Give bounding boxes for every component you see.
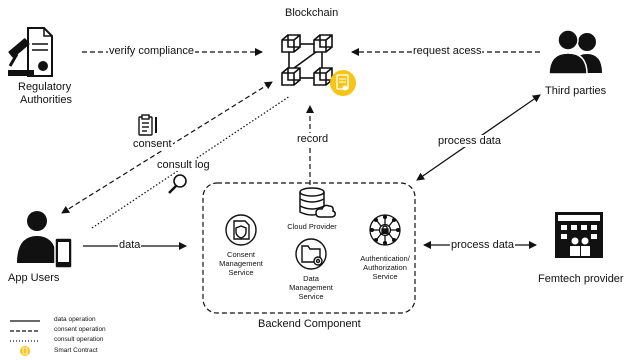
gavel-document-icon bbox=[8, 27, 53, 77]
data-mgmt-label-line2: Management bbox=[289, 283, 333, 292]
user-phone-icon bbox=[17, 211, 73, 269]
cloud-provider-label: Cloud Provider bbox=[287, 222, 337, 231]
consent-service-label-line1: Consent bbox=[227, 250, 255, 259]
app-users-label: App Users bbox=[8, 272, 60, 284]
legend-consult-label: consult operation bbox=[54, 336, 104, 343]
regulatory-label-line2: Authorities bbox=[20, 94, 72, 106]
process-femtech-label: process data bbox=[450, 239, 515, 251]
verify-compliance-label: verify compliance bbox=[108, 45, 195, 57]
data-mgmt-label-line3: Service bbox=[298, 292, 324, 301]
cloud-database-icon bbox=[299, 187, 336, 218]
network-lock-icon bbox=[369, 214, 401, 246]
data-mgmt-label-line1: Data bbox=[303, 274, 319, 283]
third-parties-label: Third parties bbox=[545, 85, 607, 97]
folder-gear-icon bbox=[295, 238, 327, 270]
blockchain-label: Blockchain bbox=[285, 7, 339, 19]
backend-label: Backend Component bbox=[258, 318, 361, 330]
legend-smart-contract-icon bbox=[20, 346, 30, 356]
data-label: data bbox=[118, 239, 142, 251]
legend-data-label: data operation bbox=[54, 316, 96, 323]
process-third-label: process data bbox=[437, 135, 502, 147]
request-access-label: request acess bbox=[412, 45, 483, 57]
auth-service-label-line1: Authentication/ bbox=[360, 254, 410, 263]
auth-service-label-line3: Service bbox=[372, 272, 398, 281]
backend-container bbox=[202, 182, 416, 314]
clipboard-pen-icon bbox=[138, 114, 157, 136]
edge-consult-log bbox=[91, 95, 291, 229]
consent-service-label-line3: Service bbox=[228, 268, 254, 277]
building-icon bbox=[555, 212, 603, 258]
consult-log-label: consult log bbox=[156, 159, 211, 171]
legend-smart-contract-label: Smart Contract bbox=[54, 347, 98, 354]
femtech-label: Femtech provider bbox=[538, 273, 624, 285]
record-label: record bbox=[296, 133, 330, 145]
consent-service-label-line2: Management bbox=[219, 259, 263, 268]
shield-document-icon bbox=[225, 214, 257, 246]
people-icon bbox=[548, 29, 602, 75]
legend-consent-label: consent operation bbox=[54, 326, 106, 333]
blockchain-icon bbox=[281, 34, 333, 86]
consent-label: consent bbox=[132, 138, 173, 150]
regulatory-label-line1: Regulatory bbox=[18, 81, 72, 93]
magnifier-icon bbox=[168, 174, 187, 194]
auth-service-label-line2: Authorization bbox=[363, 263, 407, 272]
smart-contract-icon bbox=[330, 70, 356, 96]
